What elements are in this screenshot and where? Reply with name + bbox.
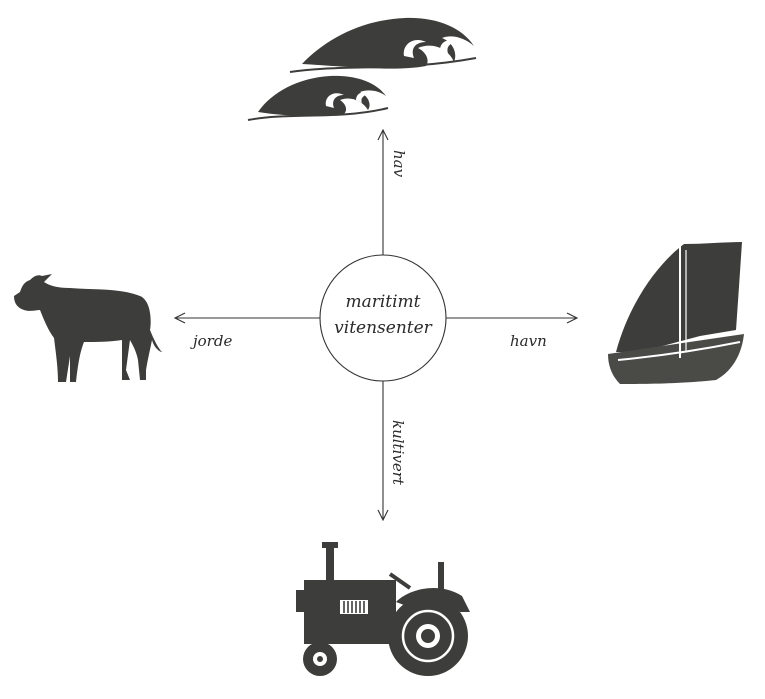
waves-icon bbox=[247, 17, 477, 121]
center-label-line2: vitensenter bbox=[334, 318, 433, 338]
label-up: hav bbox=[390, 150, 408, 178]
label-down: kultivert bbox=[389, 420, 407, 486]
label-left: jorde bbox=[190, 332, 232, 350]
label-right: havn bbox=[510, 332, 547, 350]
tractor-icon bbox=[296, 542, 470, 676]
cow-icon bbox=[14, 274, 162, 382]
center-circle bbox=[319, 254, 447, 382]
sailboat-icon bbox=[608, 242, 744, 384]
center-label-line1: maritimt bbox=[345, 292, 420, 312]
